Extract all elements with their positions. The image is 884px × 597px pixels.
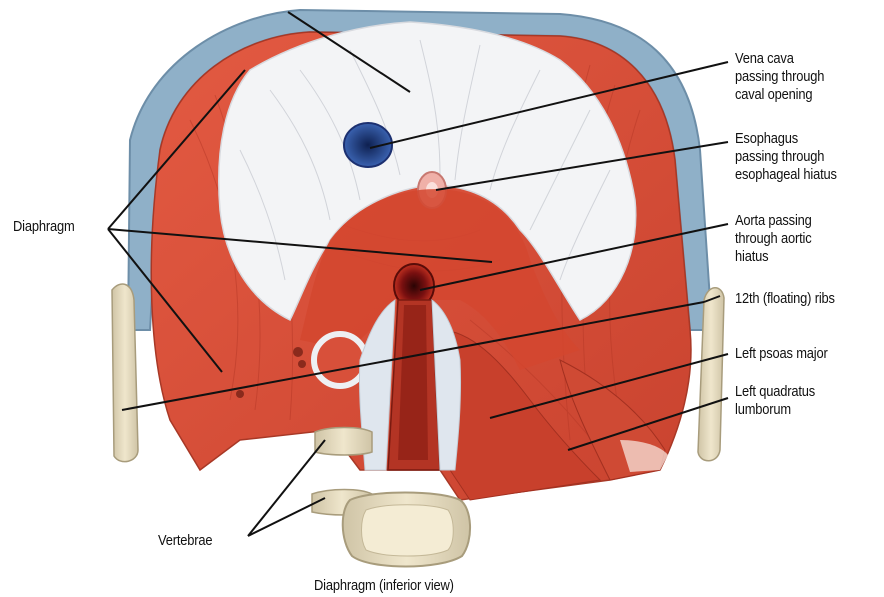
rib-right: [112, 284, 138, 462]
label-diaphragm: Diaphragm: [13, 218, 75, 236]
label-left-psoas-major: Left psoas major: [735, 345, 828, 363]
label-left-quadratus-lumborum: Left quadratus lumborum: [735, 383, 815, 419]
label-vena-cava: Vena cava passing through caval opening: [735, 50, 824, 104]
label-esophagus: Esophagus passing through esophageal hia…: [735, 130, 837, 184]
label-vertebrae: Vertebrae: [158, 532, 212, 550]
label-floating-ribs: 12th (floating) ribs: [735, 290, 835, 308]
figure-caption: Diaphragm (inferior view): [314, 577, 454, 595]
label-aorta: Aorta passing through aortic hiatus: [735, 212, 812, 266]
right-psoas: [314, 334, 366, 386]
